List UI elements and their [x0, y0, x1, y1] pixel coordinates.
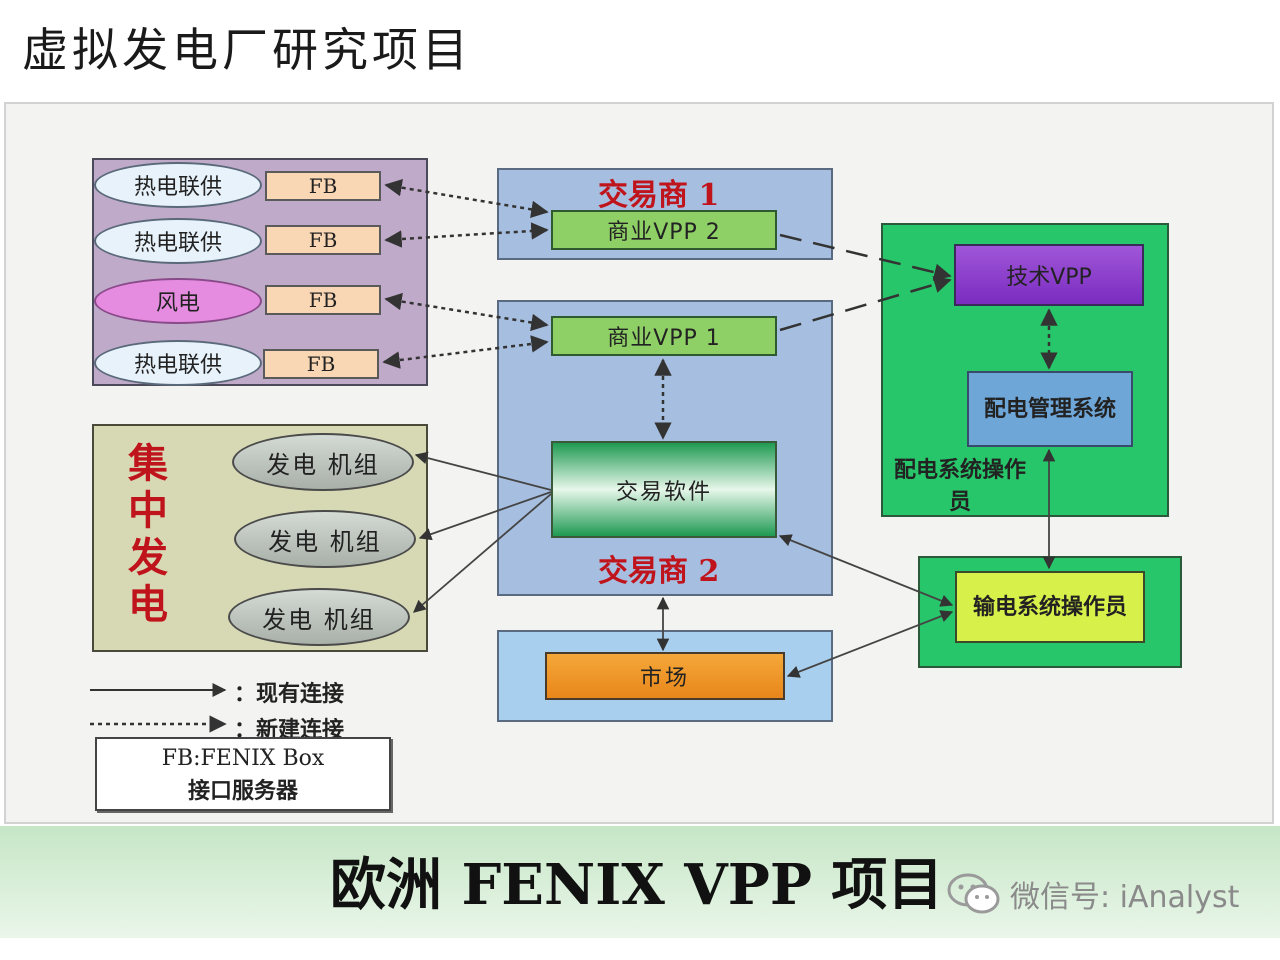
trader1-title: 交易商 1 — [598, 178, 720, 213]
central-generation-title: 集中发电 — [128, 440, 168, 628]
watermark-text: 微信号: iAnalyst — [1010, 880, 1240, 915]
chp-unit-3: 热电联供 — [94, 340, 262, 386]
wind-unit: 风电 — [94, 278, 262, 324]
generator-unit-1: 发电 机组 — [232, 433, 414, 491]
distribution-management-system: 配电管理系统 — [967, 371, 1133, 447]
fb-note-line2: 接口服务器 — [187, 778, 298, 804]
trading-software: 交易软件 — [551, 441, 777, 538]
technical-vpp: 技术VPP — [954, 244, 1144, 306]
fenix-box-2: FB — [265, 225, 381, 255]
wechat-icon — [947, 873, 1000, 914]
generator-unit-3: 发电 机组 — [228, 588, 410, 646]
footer-title: 欧洲 FENIX VPP 项目 — [330, 852, 944, 918]
dso-label: 配电系统操作员 — [893, 457, 1026, 515]
chp-unit-1: 热电联供 — [94, 162, 262, 208]
footer-band — [0, 826, 1280, 938]
market: 市场 — [545, 652, 785, 700]
fenix-box-3: FB — [265, 285, 381, 315]
generator-unit-2: 发电 机组 — [234, 510, 416, 568]
fenix-box-1: FB — [265, 171, 381, 201]
fb-note-line1: FB:FENIX Box — [161, 746, 325, 771]
fb-note: FB:FENIX Box 接口服务器 — [95, 737, 391, 811]
commercial-vpp-1: 商业VPP 1 — [551, 316, 777, 356]
commercial-vpp-2: 商业VPP 2 — [551, 210, 777, 250]
fenix-box-4: FB — [263, 349, 379, 379]
watermark: 微信号: iAnalyst — [946, 872, 1239, 916]
slide-title: 虚拟发电厂研究项目 — [22, 23, 472, 77]
legend-existing-label: ：现有连接 — [234, 681, 345, 707]
trader2-title: 交易商 2 — [598, 554, 720, 589]
tso-label: 输电系统操作员 — [955, 571, 1145, 643]
chp-unit-2: 热电联供 — [94, 218, 262, 264]
